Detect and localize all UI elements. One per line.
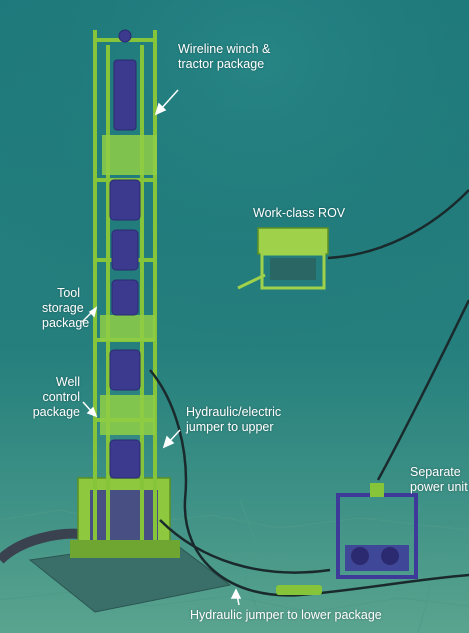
hydraulic-electric-line2: jumper to upper (186, 420, 274, 434)
rov-label-line1: Work-class ROV (253, 206, 346, 220)
wireline-winch-label: Wireline winch & tractor package (178, 42, 270, 72)
power-unit-line2: power unit (410, 480, 468, 494)
hydraulic-lower-label: Hydraulic jumper to lower package (190, 608, 382, 623)
water-glow (0, 0, 469, 400)
well-control-line2: control (42, 390, 80, 404)
power-unit-label: Separate power unit (410, 465, 468, 495)
well-control-label: Well control package (32, 375, 80, 420)
tool-storage-line1: Tool (57, 286, 80, 300)
rov-vehicle (237, 227, 329, 290)
jumper-connector (276, 585, 322, 595)
tower-panels (100, 135, 157, 435)
tool-storage-line2: storage (42, 301, 84, 315)
tool-storage-label: Tool storage package (42, 286, 90, 331)
power-unit-line1: Separate (410, 465, 461, 479)
cables (149, 189, 469, 597)
rov-label: Work-class ROV (253, 206, 345, 221)
hydraulic-lower-line1: Hydraulic jumper to lower package (190, 608, 382, 622)
tower-modules (109, 29, 141, 479)
well-control-line1: Well (55, 375, 80, 389)
tool-storage-line3: package (42, 316, 90, 330)
power-unit (336, 483, 418, 579)
tower-frame (93, 30, 157, 540)
leader-arrows (81, 89, 242, 606)
hydraulic-electric-line1: Hydraulic/electric (186, 405, 282, 419)
well-control-line3: package (32, 405, 80, 419)
hydraulic-electric-label: Hydraulic/electric jumper to upper (186, 405, 281, 435)
wireline-label-line2: tractor package (178, 57, 265, 71)
wireline-label-line1: Wireline winch & (178, 42, 271, 56)
wellhead-base (70, 477, 180, 558)
